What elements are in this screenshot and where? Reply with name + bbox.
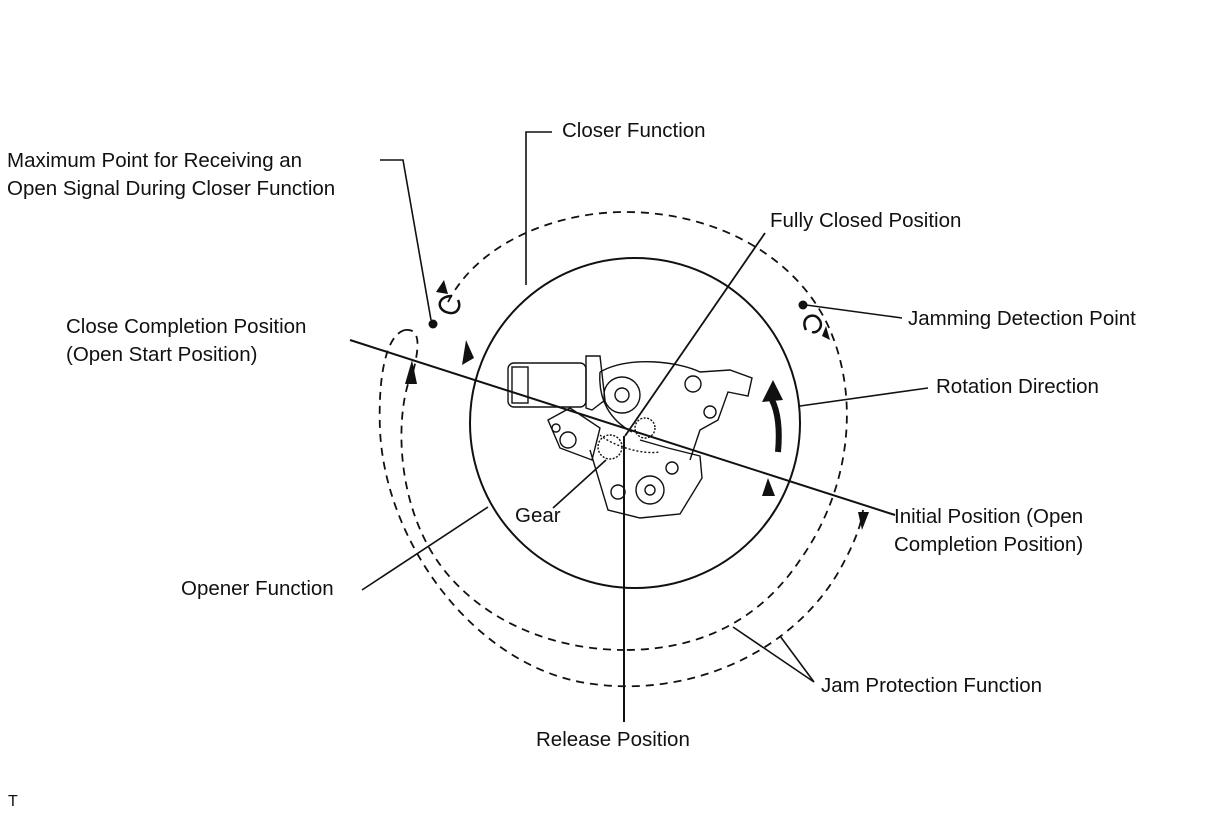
reverse-marker-right-icon: [803, 314, 823, 334]
arc-arrow-inner: [762, 478, 775, 496]
outer-dashed-arc: [447, 211, 848, 651]
left-small-loop: [404, 329, 419, 373]
reverse-marker-left-head: [436, 280, 448, 294]
outermost-dashed-arc: [378, 329, 864, 688]
jamming-detection-label: Jamming Detection Point: [908, 307, 1136, 330]
initial-position-label-line2: Completion Position): [894, 533, 1084, 556]
initial-position-label-line1: Initial Position (Open: [894, 505, 1084, 528]
max-point-label-line2: Open Signal During Closer Function: [7, 177, 336, 200]
corner-mark: T: [8, 793, 18, 810]
rotation-direction-label: Rotation Direction: [936, 375, 1099, 398]
gear-label: Gear: [515, 504, 561, 527]
jamming-leader: [805, 304, 903, 319]
rotation-arrow: [769, 398, 782, 453]
jamming-point-dot: [798, 300, 808, 310]
close-completion-line: [349, 339, 896, 516]
opener-function-leader: [361, 506, 489, 591]
fully-closed-label: Fully Closed Position: [770, 209, 962, 232]
max-point-dot: [428, 319, 438, 329]
jam-protection-leader-b: [779, 635, 815, 683]
rotation-direction-leader: [799, 387, 929, 407]
arc-arrow-left: [462, 340, 474, 365]
fully-closed-line: [624, 232, 766, 437]
jam-protection-label: Jam Protection Function: [821, 674, 1043, 697]
close-completion-label-line1: Close Completion Position: [66, 315, 307, 338]
release-position-label: Release Position: [536, 728, 690, 751]
closer-function-leader: [525, 131, 552, 285]
gear-leader: [552, 459, 607, 509]
opener-function-label: Opener Function: [181, 577, 334, 600]
rotation-circle: [469, 257, 801, 589]
arc-arrow-outer: [405, 360, 417, 384]
jam-protection-leader-a: [732, 626, 815, 683]
rotation-arrow-head: [762, 380, 783, 402]
reverse-marker-right-head: [822, 326, 830, 340]
latch-mechanism: [507, 355, 753, 519]
max-point-leader: [380, 159, 432, 321]
closer-function-label: Closer Function: [562, 119, 706, 142]
arc-arrow-lower-right: [858, 512, 869, 530]
left-dashed-arc: [400, 377, 626, 651]
close-completion-label-line2: (Open Start Position): [66, 343, 258, 366]
max-point-label-line1: Maximum Point for Receiving an: [7, 149, 303, 172]
reverse-marker-left-icon: [438, 294, 461, 315]
